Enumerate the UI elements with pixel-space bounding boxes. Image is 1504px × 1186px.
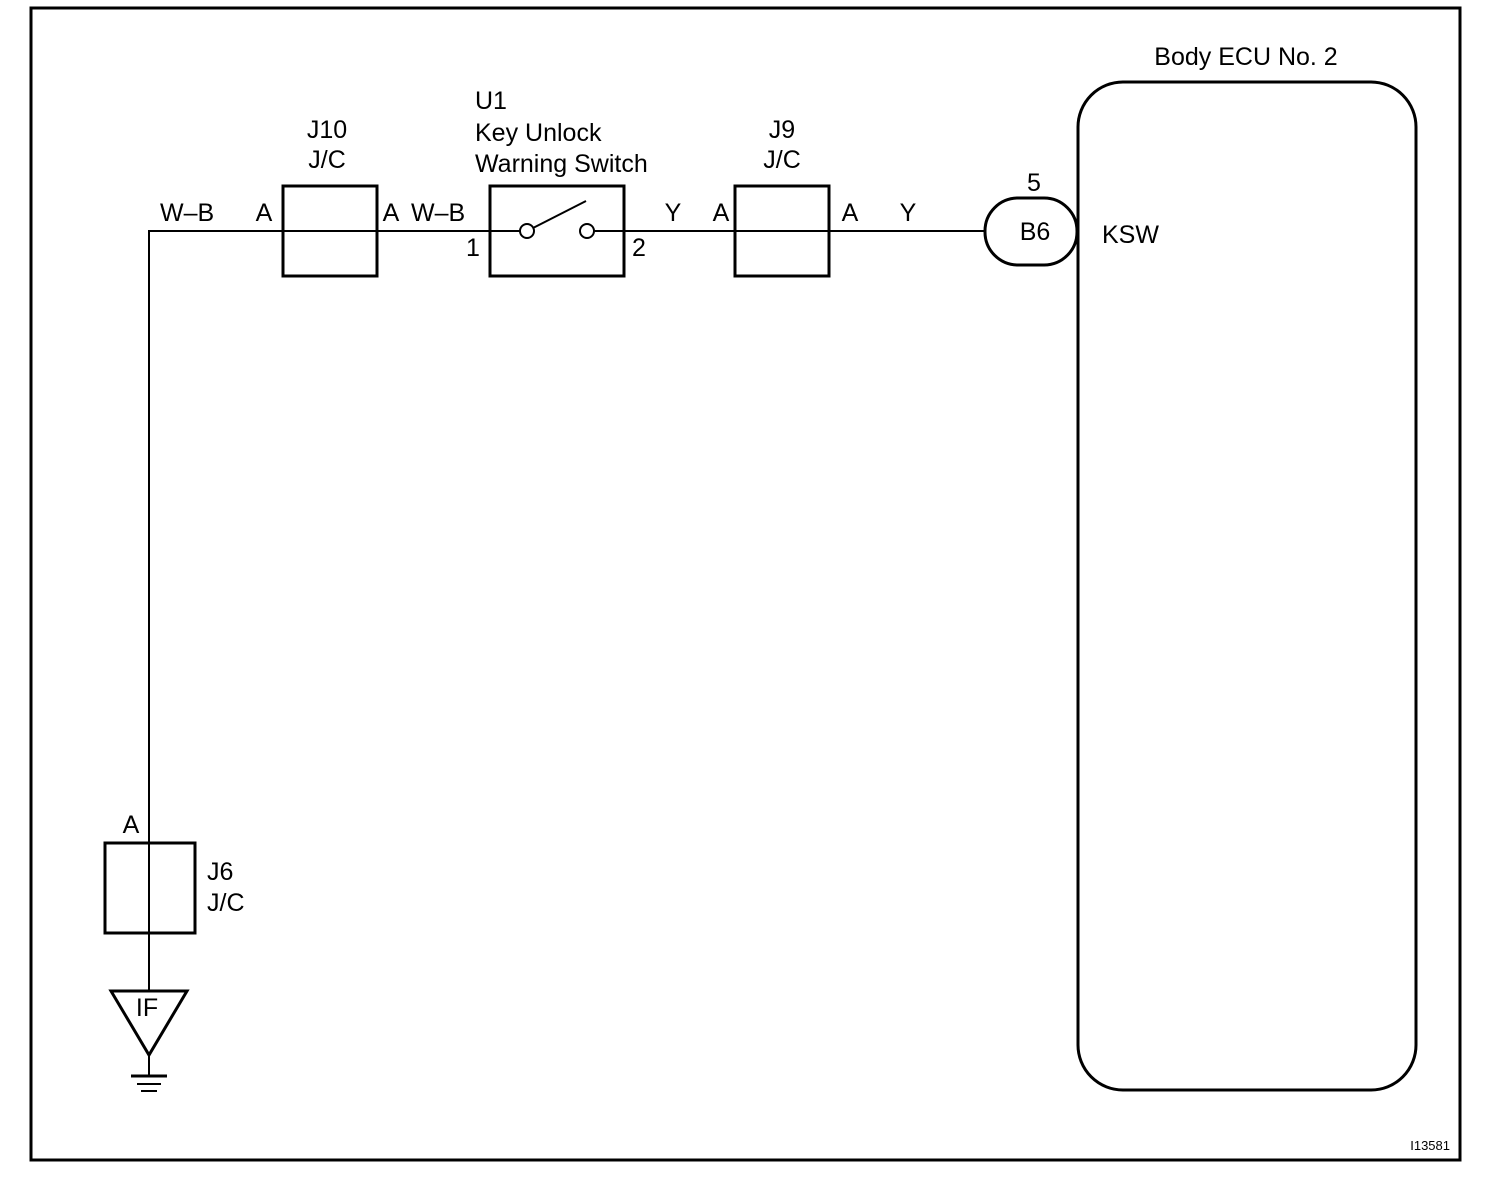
j6-id: J6 xyxy=(207,858,233,886)
b6-pin-number: 5 xyxy=(1027,169,1041,197)
wire-label-y-left: Y xyxy=(665,199,682,227)
figure-code: I13581 xyxy=(1410,1138,1450,1153)
wire-label-w-b-left: W–B xyxy=(160,199,214,227)
ground-point-id: IF xyxy=(136,994,158,1022)
j10-id: J10 xyxy=(307,116,347,144)
u1-pin2: 2 xyxy=(632,234,646,262)
b6-connector xyxy=(983,196,1079,267)
wire-label-y-right: Y xyxy=(900,199,917,227)
b6-connector-id: B6 xyxy=(1020,218,1051,246)
j9-id: J9 xyxy=(769,116,795,144)
ground-icon xyxy=(131,1055,167,1092)
wire-ground-to-j10 xyxy=(148,230,283,991)
j10-pin-right: A xyxy=(383,199,400,227)
j9-pin-right: A xyxy=(842,199,859,227)
body-ecu-box xyxy=(1076,80,1418,1092)
u1-pin1: 1 xyxy=(466,234,480,262)
j6-pin-top: A xyxy=(123,811,140,839)
j6-type: J/C xyxy=(207,889,245,917)
switch-contact-icon xyxy=(490,200,624,239)
body-ecu-title: Body ECU No. 2 xyxy=(1154,43,1337,71)
wire-label-w-b-right: W–B xyxy=(411,199,465,227)
j10-type: J/C xyxy=(308,146,346,174)
j9-pin-left: A xyxy=(713,199,730,227)
u1-name-line2: Warning Switch xyxy=(475,150,648,178)
diagram-frame xyxy=(29,6,1462,1162)
j9-type: J/C xyxy=(763,146,801,174)
ksw-terminal-label: KSW xyxy=(1102,221,1159,249)
ground-point-triangle xyxy=(108,989,190,1058)
u1-name-line1: Key Unlock xyxy=(475,119,602,147)
u1-id: U1 xyxy=(475,87,507,115)
j10-pin-left: A xyxy=(256,199,273,227)
